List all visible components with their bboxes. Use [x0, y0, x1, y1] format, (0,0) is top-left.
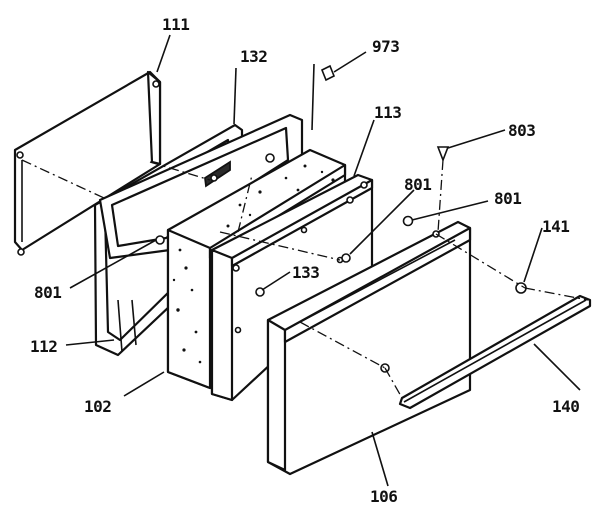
screw-801-right	[402, 215, 414, 227]
callout-132: 132	[240, 47, 267, 66]
front-panel-106	[266, 220, 472, 476]
inner-panel-113	[210, 173, 374, 402]
callout-113: 113	[374, 103, 401, 122]
callout-801-center: 801	[404, 175, 431, 194]
screw-803	[436, 146, 450, 163]
handle-140	[398, 294, 592, 410]
callout-102: 102	[84, 397, 111, 416]
callout-133: 133	[292, 263, 319, 282]
callout-labels: 111 132 973 113 803 801 801 141 133 801 …	[30, 15, 580, 506]
callout-140: 140	[552, 397, 579, 416]
screw-801-left	[155, 235, 165, 245]
callout-973: 973	[372, 37, 399, 56]
callout-106: 106	[370, 487, 397, 506]
callout-112: 112	[30, 337, 57, 356]
rear-panel-111	[13, 70, 162, 256]
callout-803: 803	[508, 121, 535, 140]
callout-801-right: 801	[494, 189, 521, 208]
screw-801-center	[341, 253, 351, 263]
callout-141: 141	[542, 217, 569, 236]
callout-111: 111	[162, 15, 189, 34]
callout-leaders	[65, 34, 581, 487]
callout-801-left: 801	[34, 283, 61, 302]
screw-973	[311, 63, 336, 131]
assembly-lines	[21, 159, 589, 399]
